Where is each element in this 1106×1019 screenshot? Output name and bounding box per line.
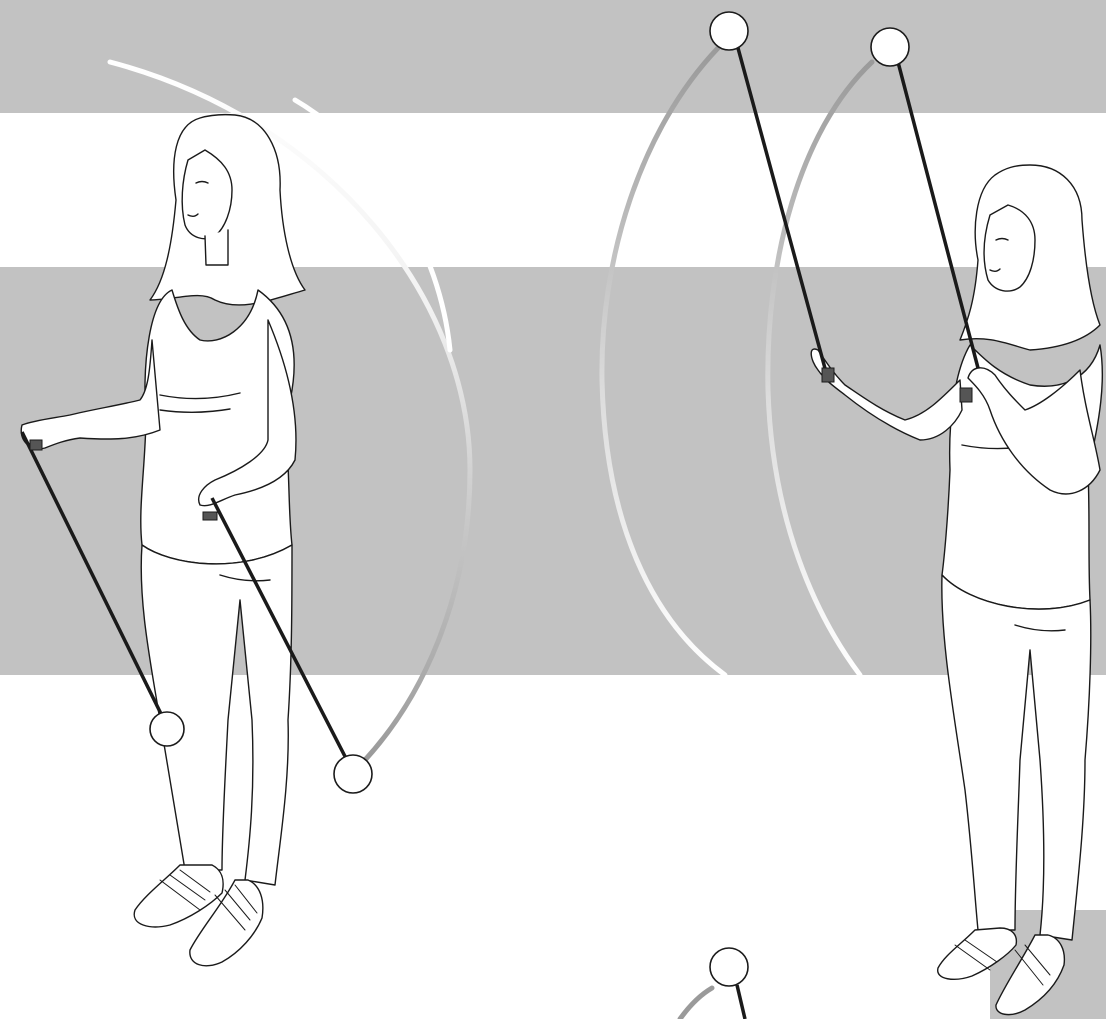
poi-bottom-ball[interactable] xyxy=(710,948,748,986)
poi-right-ball-2[interactable] xyxy=(871,28,909,66)
poi-left-handle-1 xyxy=(30,440,42,450)
poi-right-handle-1 xyxy=(822,368,834,382)
figure-right-face xyxy=(984,205,1035,291)
figure-left-shoe-1 xyxy=(134,865,223,927)
poi-bottom xyxy=(710,948,748,1019)
poi-left-handle-2 xyxy=(203,512,217,520)
figure-right-jeans xyxy=(942,575,1091,940)
poi-right-handle-2 xyxy=(960,388,972,402)
poi-left-ball-2[interactable] xyxy=(334,755,372,793)
poi-left-ball-1[interactable] xyxy=(150,712,184,746)
poi-right-ball-1[interactable] xyxy=(710,12,748,50)
band-top xyxy=(0,0,1106,113)
motion-arc-bottom xyxy=(680,988,712,1019)
poi-bottom-tether xyxy=(737,985,745,1019)
